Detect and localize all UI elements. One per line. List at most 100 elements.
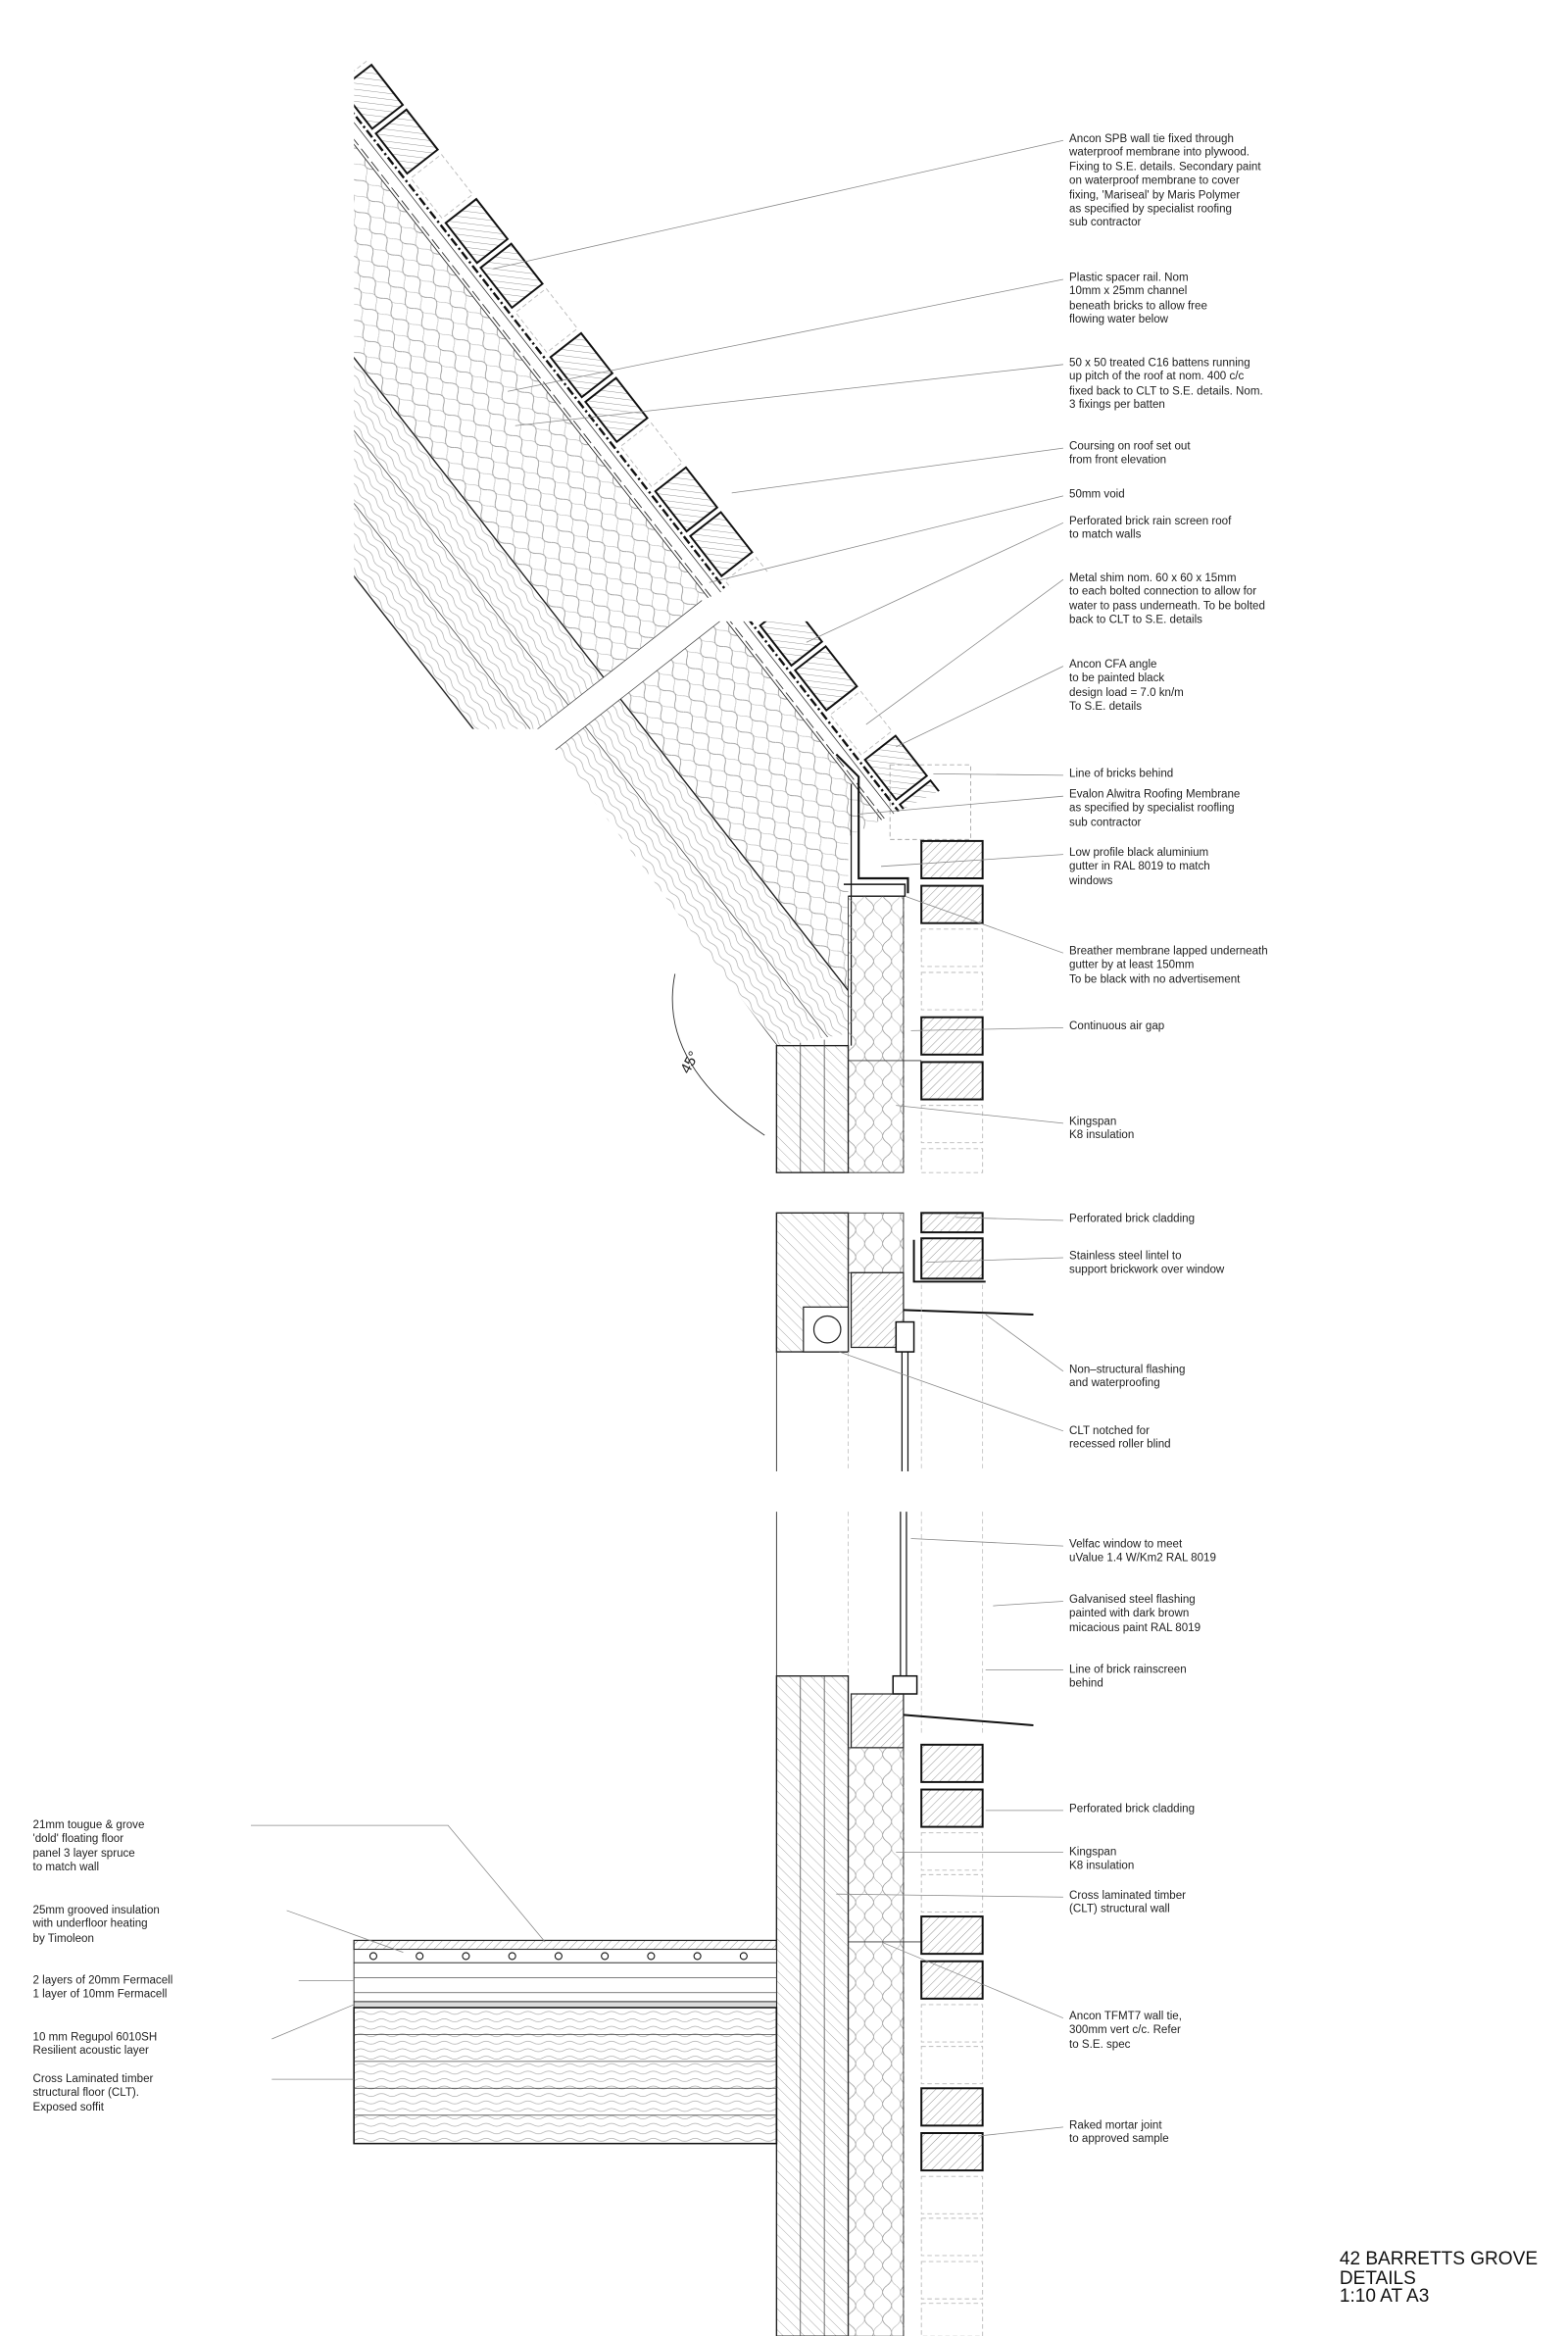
wall-bricks (920, 1212, 984, 1280)
note-stainless-lintel: Stainless steel lintel to support brickw… (1069, 1248, 1225, 1276)
leader-line (985, 1314, 1064, 1372)
brick-perforated (920, 2217, 984, 2257)
brick-solid (920, 1743, 984, 1783)
brick-solid (479, 242, 544, 310)
window-frame (895, 1320, 915, 1353)
leader-line (271, 2004, 355, 2040)
leader-line (514, 364, 1063, 426)
wall-section-floor-junction (353, 1512, 1034, 2336)
note-brick-rain-screen-roof: Perforated brick rain screen roof to mat… (1069, 514, 1232, 542)
leader-line (836, 1893, 1063, 1898)
brick-solid (584, 376, 649, 444)
stainless-lintel (912, 1239, 986, 1283)
note-plastic-spacer-rail: Plastic spacer rail. Nom 10mm x 25mm cha… (1069, 270, 1207, 326)
brick-solid (920, 1212, 984, 1234)
brick-solid (920, 2087, 984, 2127)
flashing (903, 1309, 1034, 1316)
brick-solid (793, 644, 858, 712)
heating-pipe (462, 1952, 470, 1961)
brick-perforated (619, 422, 683, 488)
brick-solid (863, 734, 929, 802)
note-coursing: Coursing on roof set out from front elev… (1069, 439, 1191, 468)
brick-solid (920, 839, 984, 879)
wall-section-window-head (775, 1212, 1034, 1471)
brick-solid (920, 1061, 984, 1101)
heating-pipe (647, 1952, 656, 1961)
brick-perforated (514, 287, 578, 354)
leader-line (896, 666, 1064, 748)
brick-perforated (920, 2303, 984, 2336)
brick-perforated (920, 1105, 984, 1144)
leader-line (286, 1910, 404, 1953)
clt-wall (775, 1675, 850, 2336)
leader-line (865, 578, 1064, 725)
leader-line (993, 1601, 1063, 1607)
sill-timber (850, 1693, 905, 1749)
leader-lines (251, 139, 1064, 2137)
brick-solid (920, 2132, 984, 2172)
fermacell-layers (353, 1962, 777, 2003)
drawing-scale: 1:10 AT A3 (1339, 2285, 1430, 2307)
heating-pipe (508, 1952, 516, 1961)
heating-pipe (739, 1952, 748, 1961)
leader-line (709, 495, 1064, 583)
heating-pipe (601, 1952, 610, 1961)
brick-perforated (920, 2004, 984, 2043)
note-raked-mortar: Raked mortar joint to approved sample (1069, 2117, 1169, 2146)
note-void: 50mm void (1069, 486, 1125, 501)
note-air-gap: Continuous air gap (1069, 1019, 1165, 1032)
brick-perforated (920, 2046, 984, 2085)
note-clt-floor: Cross Laminated timber structural floor … (32, 2071, 154, 2113)
brick-perforated (920, 2261, 984, 2300)
floating-floor-panel (353, 1939, 777, 1951)
note-regupol: 10 mm Regupol 6010SH Resilient acoustic … (32, 2029, 158, 2058)
leader-line (956, 1217, 1063, 1221)
note-kingspan-insulation-2: Kingspan K8 insulation (1069, 1844, 1135, 1872)
leader-line (910, 1027, 1063, 1031)
roof-bricks (354, 59, 945, 890)
kingspan-insulation (848, 895, 905, 1173)
brick-solid (354, 63, 405, 130)
leader-line (731, 447, 1064, 494)
note-fermacell: 2 layers of 20mm Fermacell 1 layer of 10… (32, 1972, 173, 2001)
brick-solid (444, 197, 510, 265)
brick-perforated (920, 1148, 984, 1173)
note-line-of-bricks-behind: Line of bricks behind (1069, 766, 1174, 780)
note-kingspan-insulation: Kingspan K8 insulation (1069, 1114, 1135, 1142)
brick-perforated (920, 1873, 984, 1913)
note-roofing-membrane: Evalon Alwitra Roofing Membrane as speci… (1069, 787, 1241, 829)
brick-perforated (920, 1832, 984, 1871)
sheet-title: DETAILS (1339, 2266, 1416, 2288)
brick-perforated (920, 971, 984, 1011)
leader-line (925, 1257, 1063, 1263)
regupol-acoustic-layer (353, 2001, 777, 2009)
brick-solid (688, 511, 754, 578)
heating-pipe (554, 1952, 563, 1961)
window-sill-frame (892, 1674, 918, 1695)
wall-section-upper (775, 839, 984, 1173)
note-line-of-brick-rainscreen: Line of brick rainscreen behind (1069, 1663, 1187, 1691)
kingspan-insulation (848, 1747, 905, 2336)
note-ancon-spb-wall-tie: Ancon SPB wall tie fixed through waterpr… (1069, 131, 1261, 229)
brick-solid (920, 1016, 984, 1056)
angle-dimension-arc (671, 973, 765, 1136)
note-ancon-tfmt7: Ancon TFMT7 wall tie, 300mm vert c/c. Re… (1069, 2009, 1182, 2051)
note-ancon-cfa-angle: Ancon CFA angle to be painted black desi… (1069, 657, 1184, 714)
note-metal-shim: Metal shim nom. 60 x 60 x 15mm to each b… (1069, 571, 1265, 626)
underfloor-heating-pipes (368, 1952, 748, 1961)
leader-line (881, 854, 1063, 868)
brick-solid (920, 1915, 984, 1956)
clt-wall (775, 1044, 850, 1173)
note-velfac-window: Velfac window to meet uValue 1.4 W/Km2 R… (1069, 1537, 1216, 1566)
note-galvanised-flashing: Galvanised steel flashing painted with d… (1069, 1592, 1201, 1634)
roof-clt-panel (354, 126, 930, 1046)
brick-perforated (410, 153, 473, 220)
brick-solid (920, 1788, 984, 1828)
clt-floor (353, 2007, 778, 2145)
leader-line (839, 1351, 1064, 1432)
note-perforated-brick-cladding: Perforated brick cladding (1069, 1211, 1196, 1225)
brick-solid (374, 108, 440, 175)
leader-line (905, 895, 1064, 954)
galvanised-flashing (903, 1714, 1034, 1726)
